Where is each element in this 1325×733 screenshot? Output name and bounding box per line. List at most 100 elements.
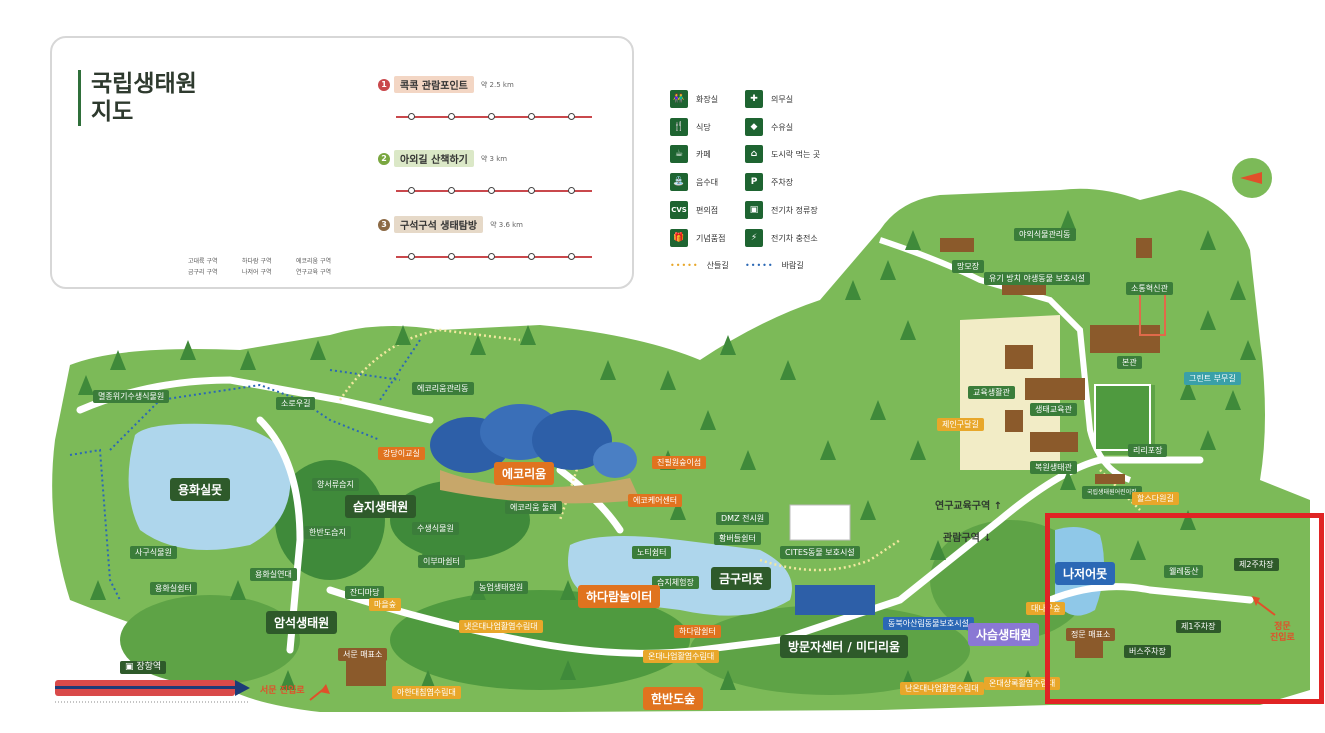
map-label[interactable]: 동북아산림동물보호시설 <box>883 617 974 630</box>
map-label[interactable]: 난온대나업활엽수림대 <box>900 682 984 695</box>
map-label[interactable]: 양서류습지 <box>312 478 359 491</box>
zone-legend-item: 에코리움 구역 <box>296 258 332 265</box>
route-stop <box>488 113 495 120</box>
map-label[interactable]: DMZ 전시원 <box>716 512 770 525</box>
map-label[interactable]: 농업생태정원 <box>474 581 529 594</box>
map-label[interactable]: 황버들쉼터 <box>714 532 761 545</box>
station-label[interactable]: ▣ 장항역 <box>120 661 167 674</box>
route-1[interactable]: 1 콕콕 관람포인트 약 2.5 km <box>378 76 628 136</box>
route-3[interactable]: 3 구석구석 생태탐방 약 3.6 km <box>378 216 628 276</box>
map-label[interactable]: 멸종위기수생식물원 <box>93 390 170 403</box>
research-zone-text: 연구교육구역 <box>935 501 991 512</box>
zone-geumguri[interactable]: 금구리못 <box>711 567 772 590</box>
map-label[interactable]: 유기 방치 야생동물 보호시설 <box>984 272 1090 285</box>
map-label[interactable]: 한반도습지 <box>304 526 351 539</box>
map-label[interactable]: CITES동물 보호시설 <box>780 546 860 559</box>
zone-wetland[interactable]: 습지생태원 <box>345 495 417 518</box>
zone-legend-item: 연구교육 구역 <box>296 269 332 276</box>
route-stop <box>528 187 535 194</box>
map-label[interactable]: 용화실쉼터 <box>150 582 197 595</box>
zone-legend: 고대륙 구역 하다람 구역 에코리움 구역 금구리 구역 나저어 구역 연구교육… <box>188 256 346 276</box>
facility-label: 화장실 <box>696 94 719 104</box>
map-label[interactable]: 할스다원길 <box>1132 492 1179 505</box>
map-label[interactable]: 하다람쉼터 <box>674 625 721 638</box>
facility-fountain: ⛲ 음수대 <box>670 173 718 191</box>
map-label[interactable]: 버스주차장 <box>1124 645 1171 658</box>
map-label[interactable]: 수생식물원 <box>412 522 459 535</box>
map-label[interactable]: 교육생활관 <box>968 386 1015 399</box>
map-label[interactable]: 망모장 <box>952 260 985 273</box>
map-label[interactable]: 잔디마당 <box>345 586 385 599</box>
map-label[interactable]: 용화실연대 <box>250 568 297 581</box>
route-number: 2 <box>378 152 390 165</box>
store-icon: CVS <box>670 201 688 219</box>
ecorium-dome <box>430 404 640 504</box>
zone-legend-item: 나저어 구역 <box>242 269 272 276</box>
train-icon <box>55 680 250 703</box>
zone-hadaram[interactable]: 하다람놀이터 <box>578 585 661 608</box>
map-label[interactable]: 온대상록활엽수림대 <box>984 677 1061 690</box>
map-label[interactable]: 서문 매표소 <box>338 648 388 661</box>
visit-zone-text: 관람구역 <box>943 533 980 544</box>
facility-cafe: ☕카페 <box>670 145 711 163</box>
zone-ecorium[interactable]: 에코리움 <box>494 462 555 485</box>
page-title: 국립생태원 지도 <box>78 70 197 126</box>
picnic-icon: ⌂ <box>745 145 763 163</box>
map-label[interactable]: 정문 매표소 <box>1066 628 1116 641</box>
facility-ev-charger: ⚡전기차 충전소 <box>745 229 818 247</box>
map-label[interactable]: 습지체험장 <box>652 576 699 589</box>
map-label[interactable]: 에코리움 둘레 <box>505 501 562 514</box>
path-label: 산들길 <box>706 261 729 270</box>
map-label[interactable]: 야외식물관리동 <box>1014 228 1076 241</box>
route-stop <box>488 253 495 260</box>
map-label[interactable]: 강당이교실 <box>378 447 425 460</box>
facility-label: 도시락 먹는 곳 <box>771 149 821 159</box>
map-label[interactable]: 복원생태관 <box>1030 461 1077 474</box>
route-stop <box>448 113 455 120</box>
route-stop <box>448 253 455 260</box>
map-label[interactable]: 리리포장 <box>1128 444 1168 457</box>
zone-najeo[interactable]: 나저어못 <box>1055 562 1116 585</box>
west-entrance-label[interactable]: 서문 진입로 <box>260 686 305 696</box>
zone-sasseum[interactable]: 사슴생태원 <box>968 623 1040 646</box>
map-label[interactable]: 사구식물원 <box>130 546 177 559</box>
zone-hanbando[interactable]: 한반도숲 <box>643 687 704 710</box>
route-length: 약 3.6 km <box>490 220 523 229</box>
zone-visitor-center[interactable]: 방문자센터 / 미디리움 <box>780 635 909 658</box>
map-label[interactable]: 그린트 부무길 <box>1184 372 1241 385</box>
map-label[interactable]: 온대나업활엽수림대 <box>643 650 720 663</box>
facility-label: 전기차 정류장 <box>771 205 818 215</box>
map-label[interactable]: 진필원숲이섬 <box>652 456 707 469</box>
map-label[interactable]: 소로우길 <box>276 397 316 410</box>
route-name: 구석구석 생태탐방 <box>394 216 484 233</box>
map-label[interactable]: 생태교육관 <box>1030 403 1077 416</box>
station-text: 장항역 <box>136 662 162 672</box>
route-2[interactable]: 2 아외길 산책하기 약 3 km <box>378 150 628 210</box>
map-label[interactable]: 본관 <box>1117 356 1142 369</box>
route-stop <box>408 113 415 120</box>
map-label[interactable]: 에코케어센터 <box>628 494 683 507</box>
map-label[interactable]: 노티쉼터 <box>632 546 672 559</box>
route-stop <box>568 113 575 120</box>
zone-legend-item: 고대륙 구역 <box>188 258 218 265</box>
main-entrance-label[interactable]: 정문 진입로 <box>1270 622 1295 643</box>
fountain-icon: ⛲ <box>670 173 688 191</box>
map-label[interactable]: 마을숲 <box>369 598 402 611</box>
zone-yonghwa[interactable]: 용화실못 <box>170 478 231 501</box>
cafe-icon: ☕ <box>670 145 688 163</box>
facility-restroom: 👫화장실 <box>670 90 718 108</box>
map-label[interactable]: 냇은대나업활엽수림대 <box>459 620 543 633</box>
map-label[interactable]: 웰레동산 <box>1164 565 1204 578</box>
facility-label: 음수대 <box>696 177 719 187</box>
main-entrance-highlight <box>1045 513 1324 704</box>
map-label[interactable]: 제1주차장 <box>1176 620 1221 633</box>
map-label[interactable]: 제인구달길 <box>937 418 984 431</box>
map-label[interactable]: 이부마쉼터 <box>418 555 465 568</box>
map-label[interactable]: 소통혁신관 <box>1126 282 1173 295</box>
map-label[interactable]: 에코리움관리동 <box>412 382 474 395</box>
zone-rock[interactable]: 암석생태원 <box>266 611 338 634</box>
map-label[interactable]: 제2주차장 <box>1234 558 1279 571</box>
map-label[interactable]: 국립생태원어린이집 <box>1082 486 1142 499</box>
map-label[interactable]: 아한대침엽수림대 <box>392 686 461 699</box>
